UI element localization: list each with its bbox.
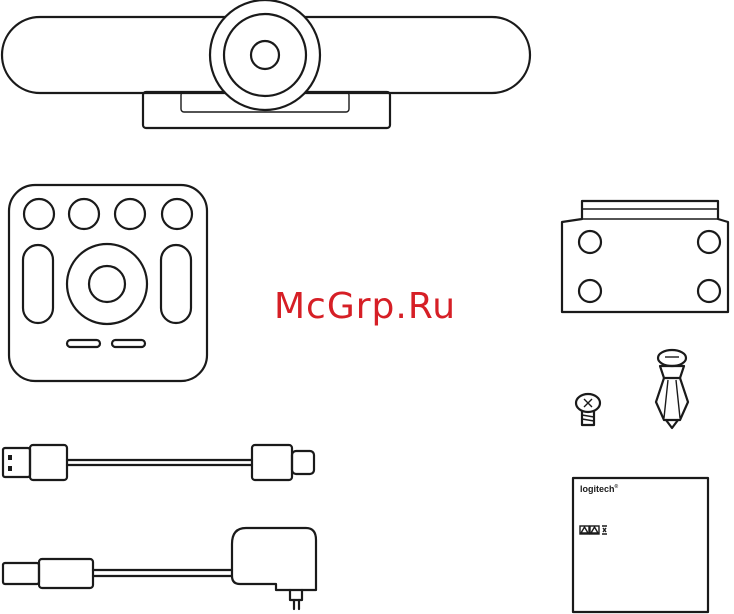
conference-camera-icon	[2, 0, 530, 128]
usb-cable-icon	[3, 445, 314, 480]
power-adapter-icon	[3, 528, 316, 609]
logitech-brand-label: logitech®	[580, 484, 618, 494]
screw-icon	[576, 394, 600, 425]
wall-bracket-icon	[562, 201, 728, 312]
watermark: McGrp.Ru	[274, 286, 456, 327]
remote-control-icon	[9, 185, 207, 381]
trademark-mark: ®	[615, 484, 619, 490]
brand-text: logitech	[580, 484, 615, 494]
wall-anchor-icon	[656, 350, 688, 428]
documentation-icon	[573, 478, 708, 612]
